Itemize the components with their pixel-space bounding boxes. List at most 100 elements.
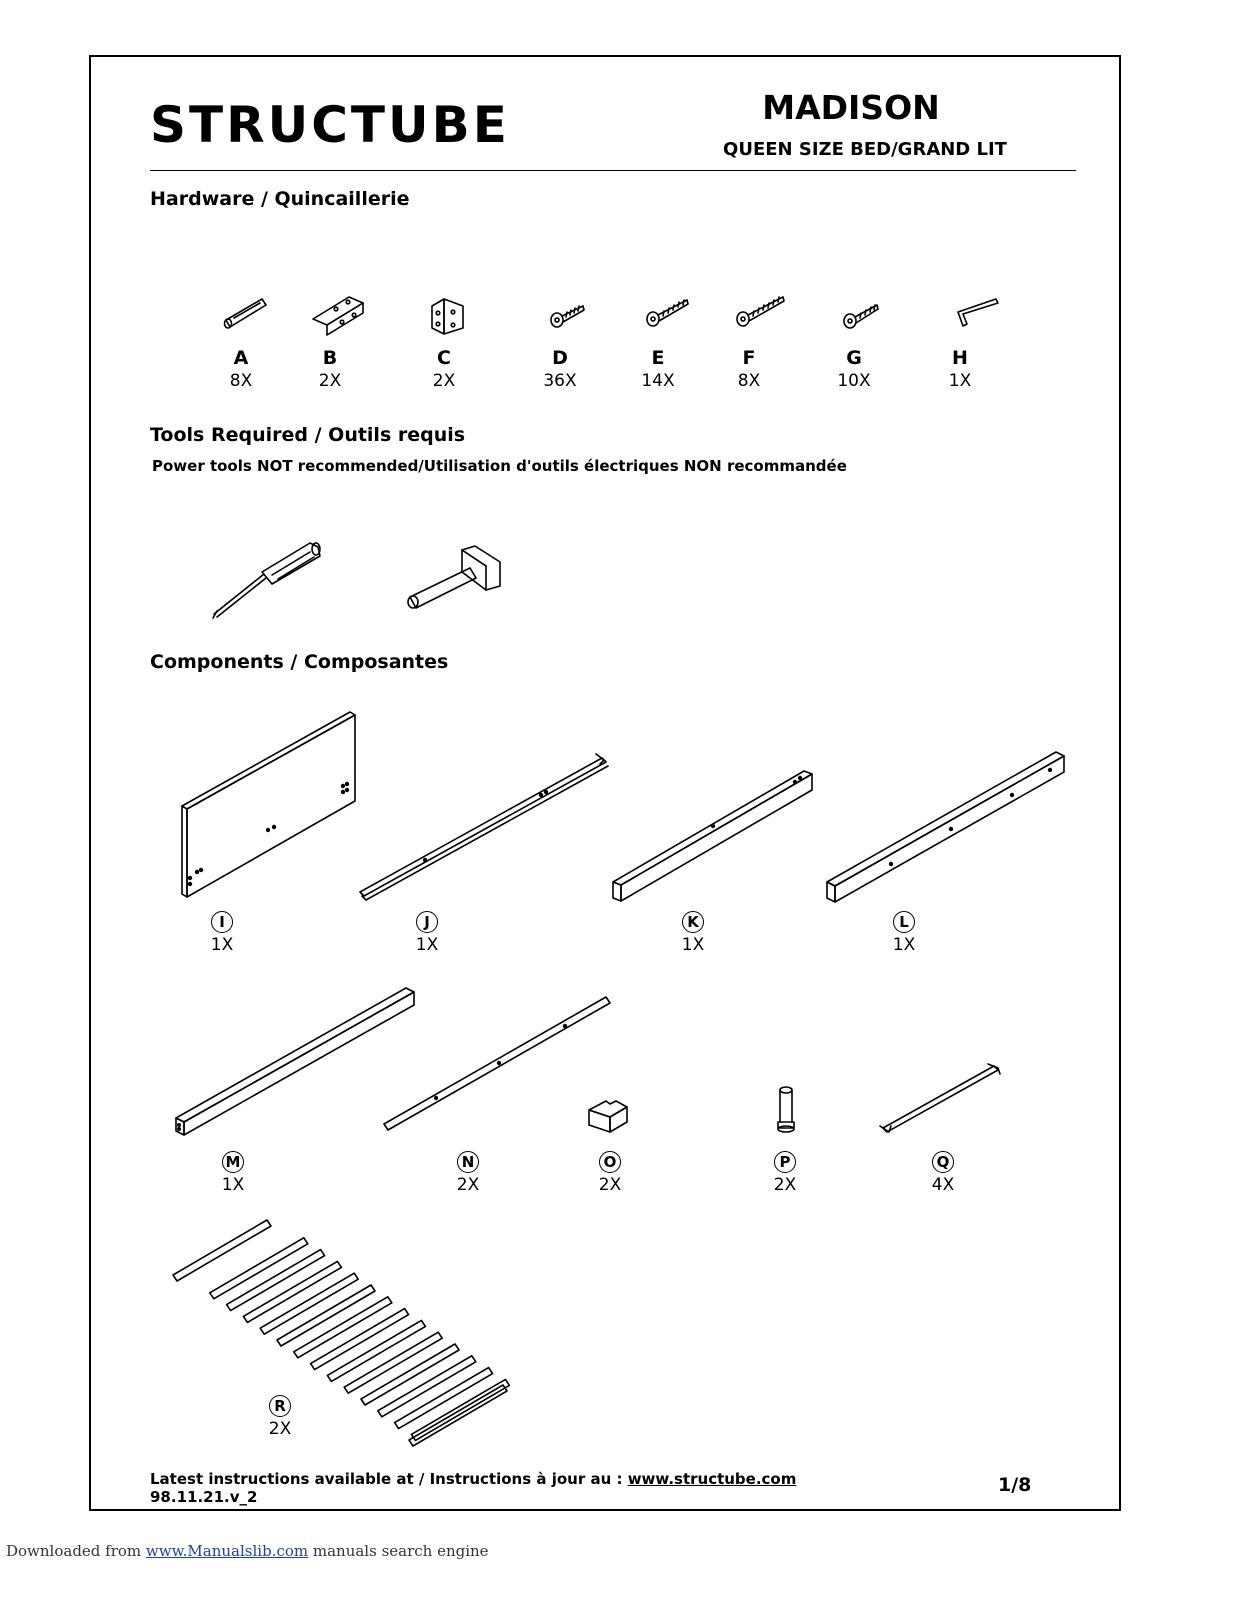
center-rail-drawing bbox=[383, 996, 611, 1131]
download-note: Downloaded from www.Manualslib.com manua… bbox=[6, 1542, 489, 1560]
hardware-letter: D bbox=[552, 347, 568, 369]
hardware-qty: 2X bbox=[432, 371, 456, 391]
component-qty: 4X bbox=[931, 1175, 955, 1195]
tools-note: Power tools NOT recommended/Utilisation … bbox=[152, 457, 847, 475]
metal-rail-drawing bbox=[359, 753, 609, 901]
hardware-letter: B bbox=[322, 347, 338, 369]
component-item-i: I 1X bbox=[182, 911, 262, 957]
slat bbox=[276, 1284, 376, 1347]
hammer-icon bbox=[407, 545, 501, 609]
component-letter: O bbox=[599, 1151, 621, 1173]
download-suffix: manuals search engine bbox=[308, 1542, 489, 1560]
component-item-q: Q 4X bbox=[903, 1151, 983, 1197]
hardware-item-d: D 36X bbox=[520, 346, 600, 392]
hardware-qty: 1X bbox=[948, 371, 972, 391]
component-qty: 2X bbox=[598, 1175, 622, 1195]
slat bbox=[343, 1331, 443, 1394]
product-subtitle: QUEEN SIZE BED/GRAND LIT bbox=[723, 139, 1007, 160]
component-letter: N bbox=[457, 1151, 479, 1173]
screw-icon bbox=[736, 296, 785, 327]
hardware-heading: Hardware / Quincaillerie bbox=[150, 188, 410, 210]
component-letter: P bbox=[774, 1151, 796, 1173]
component-letter: I bbox=[211, 911, 233, 933]
cross-bar-drawing bbox=[879, 1063, 1001, 1133]
component-item-m: M 1X bbox=[193, 1151, 273, 1197]
hardware-letter: G bbox=[846, 347, 862, 369]
component-item-r: R 2X bbox=[240, 1395, 320, 1441]
wood-beam-drawing bbox=[612, 770, 813, 902]
screwdriver-icon bbox=[212, 542, 321, 619]
component-qty: 2X bbox=[773, 1175, 797, 1195]
component-qty: 1X bbox=[415, 935, 439, 955]
dowel-icon bbox=[223, 298, 267, 329]
hardware-qty: 14X bbox=[641, 371, 675, 391]
screw-icon bbox=[550, 305, 585, 328]
support-leg-drawing bbox=[777, 1086, 795, 1133]
headboard-panel-drawing bbox=[181, 711, 356, 898]
hardware-letter: A bbox=[233, 347, 249, 369]
component-item-k: K 1X bbox=[653, 911, 733, 957]
hinge-plate-icon bbox=[431, 298, 464, 335]
slat bbox=[309, 1307, 410, 1371]
slat bbox=[242, 1260, 343, 1324]
slat bbox=[393, 1366, 494, 1430]
component-qty: 1X bbox=[681, 935, 705, 955]
slat bbox=[259, 1272, 359, 1335]
hardware-qty: 36X bbox=[543, 371, 577, 391]
component-qty: 2X bbox=[456, 1175, 480, 1195]
component-item-o: O 2X bbox=[570, 1151, 650, 1197]
component-letter: L bbox=[893, 911, 915, 933]
component-item-j: J 1X bbox=[387, 911, 467, 957]
hardware-item-g: G 10X bbox=[814, 346, 894, 392]
component-letter: Q bbox=[932, 1151, 954, 1173]
components-heading: Components / Composantes bbox=[150, 651, 449, 673]
hardware-item-a: A 8X bbox=[201, 346, 281, 392]
footer-version: 98.11.21.v_2 bbox=[150, 1488, 258, 1506]
page-number: 1/8 bbox=[998, 1474, 1032, 1496]
hardware-item-f: F 8X bbox=[709, 346, 789, 392]
allen-key-icon bbox=[957, 298, 999, 327]
hardware-item-e: E 14X bbox=[618, 346, 698, 392]
corner-block-drawing bbox=[588, 1100, 628, 1133]
download-site-link[interactable]: www.Manualslib.com bbox=[145, 1542, 309, 1560]
component-qty: 2X bbox=[268, 1419, 292, 1439]
slat bbox=[360, 1343, 460, 1406]
component-qty: 1X bbox=[892, 935, 916, 955]
slat bbox=[225, 1248, 326, 1312]
slat bbox=[209, 1237, 309, 1300]
wood-beam-m-drawing bbox=[175, 987, 415, 1136]
hardware-qty: 10X bbox=[837, 371, 871, 391]
brand-name: STRUCTUBE bbox=[150, 96, 510, 154]
hardware-letter: H bbox=[952, 347, 968, 369]
footer-url-link[interactable]: www.structube.com bbox=[627, 1470, 797, 1488]
angle-bracket-icon bbox=[312, 296, 364, 336]
component-letter: K bbox=[682, 911, 704, 933]
screw-icon bbox=[843, 304, 879, 329]
component-letter: M bbox=[222, 1151, 244, 1173]
component-item-l: L 1X bbox=[864, 911, 944, 957]
component-item-p: P 2X bbox=[745, 1151, 825, 1197]
instruction-sheet-frame bbox=[89, 55, 1121, 1511]
hardware-item-c: C 2X bbox=[404, 346, 484, 392]
hardware-letter: C bbox=[437, 347, 451, 369]
footer-latest-text: Latest instructions available at / Instr… bbox=[150, 1470, 628, 1488]
hardware-item-h: H 1X bbox=[920, 346, 1000, 392]
slat-roll-drawing bbox=[172, 1219, 511, 1447]
slat bbox=[410, 1378, 511, 1442]
slat bbox=[326, 1319, 427, 1383]
component-item-n: N 2X bbox=[428, 1151, 508, 1197]
hardware-item-b: B 2X bbox=[290, 346, 370, 392]
component-letter: R bbox=[269, 1395, 291, 1417]
hardware-qty: 2X bbox=[318, 371, 342, 391]
slat bbox=[377, 1355, 477, 1418]
component-qty: 1X bbox=[210, 935, 234, 955]
download-prefix: Downloaded from bbox=[6, 1542, 146, 1560]
tools-heading: Tools Required / Outils requis bbox=[150, 424, 466, 446]
header-divider bbox=[150, 170, 1076, 171]
hardware-qty: 8X bbox=[229, 371, 253, 391]
product-name: MADISON bbox=[762, 88, 940, 127]
wood-beam-long-drawing bbox=[826, 751, 1065, 903]
hardware-qty: 8X bbox=[737, 371, 761, 391]
hardware-letter: E bbox=[651, 347, 665, 369]
